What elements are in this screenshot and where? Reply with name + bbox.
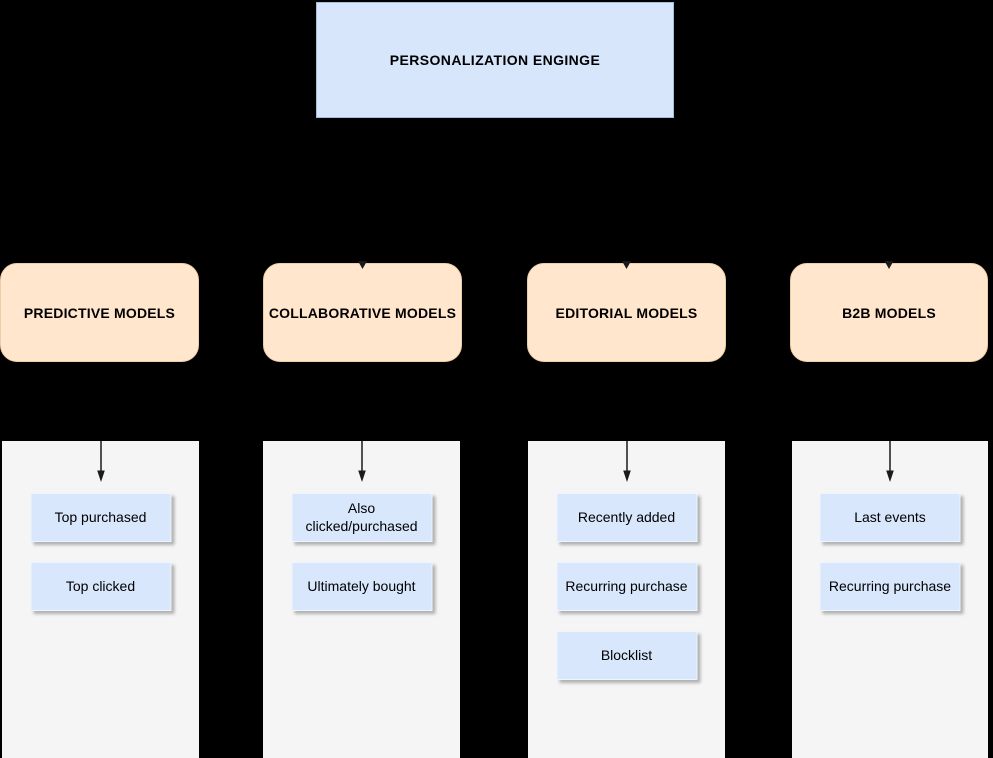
engine-label: PERSONALIZATION ENGINGE: [389, 52, 601, 68]
connector-arrowhead-icon: [884, 261, 894, 269]
model-header-label: PREDICTIVE MODELS: [23, 304, 176, 321]
model-item-label: Last events: [854, 508, 926, 525]
model-header-label: COLLABORATIVE MODELS: [268, 304, 457, 321]
model-item: Also clicked/purchased: [291, 493, 432, 542]
model-header-label: EDITORIAL MODELS: [555, 304, 698, 321]
model-item: Ultimately bought: [291, 562, 432, 611]
model-item-label: Ultimately bought: [307, 577, 416, 594]
down-arrow-icon: [622, 441, 631, 482]
model-items-panel-b2b: Last events Recurring purchase: [792, 441, 988, 758]
model-header-collaborative: COLLABORATIVE MODELS: [263, 261, 462, 362]
model-item-label: Recurring purchase: [828, 577, 952, 594]
model-item-label: Top purchased: [54, 508, 147, 525]
down-arrow-icon: [886, 441, 894, 482]
model-items-panel-collaborative: Also clicked/purchased Ultimately bought: [263, 441, 460, 758]
model-header-predictive: PREDICTIVE MODELS: [0, 263, 199, 362]
down-arrow-icon: [357, 441, 366, 482]
model-header-b2b: B2B MODELS: [790, 261, 988, 362]
engine-node: PERSONALIZATION ENGINGE: [316, 2, 674, 118]
connector-arrowhead-icon: [622, 261, 631, 269]
model-items-panel-editorial: Recently added Recurring purchase Blockl…: [528, 441, 725, 758]
model-header-label: B2B MODELS: [842, 304, 936, 321]
model-header-editorial: EDITORIAL MODELS: [527, 261, 726, 362]
model-item-label: Blocklist: [600, 646, 653, 663]
model-items-panel-predictive: Top purchased Top clicked: [2, 441, 199, 758]
model-item-label: Top clicked: [65, 577, 136, 594]
model-item: Recurring purchase: [819, 562, 961, 611]
model-item: Recurring purchase: [556, 562, 697, 611]
connector-arrowhead-icon: [358, 261, 367, 269]
down-arrow-icon: [96, 441, 105, 482]
model-item: Blocklist: [556, 631, 697, 680]
model-item: Recently added: [556, 493, 697, 542]
model-item-label: Also clicked/purchased: [305, 500, 418, 534]
model-item-label: Recurring purchase: [565, 577, 688, 594]
model-item: Top clicked: [30, 562, 171, 611]
model-item-label: Recently added: [577, 508, 676, 525]
model-item: Last events: [819, 493, 961, 542]
model-item: Top purchased: [30, 493, 171, 542]
